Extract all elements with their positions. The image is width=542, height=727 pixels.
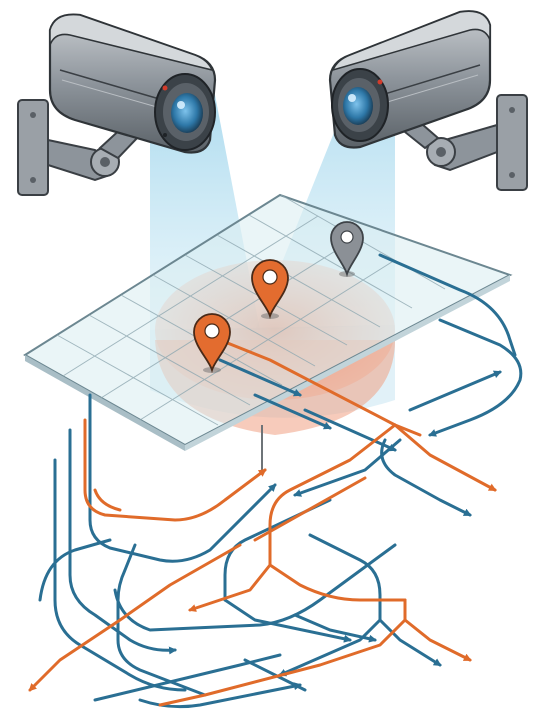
arrow-icon bbox=[430, 320, 521, 435]
arrow-icon bbox=[395, 425, 495, 490]
arrow-icon bbox=[410, 372, 500, 410]
arrow-icon bbox=[380, 620, 440, 665]
arrow-icon bbox=[305, 410, 395, 450]
arrow-icon bbox=[405, 600, 470, 660]
arrow-icon bbox=[225, 600, 350, 640]
